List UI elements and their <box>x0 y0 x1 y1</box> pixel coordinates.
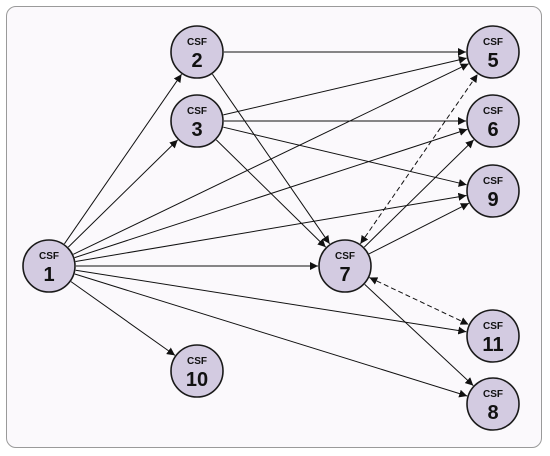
node-number-label: 2 <box>191 50 202 72</box>
node-number-label: 10 <box>186 369 208 391</box>
node-circle <box>22 239 76 293</box>
node-number-label: 5 <box>487 50 498 72</box>
edge-csf7-to-csf5 <box>359 73 479 245</box>
edge-csf1-to-csf9 <box>75 192 467 262</box>
edge-csf1-to-csf3 <box>67 139 179 248</box>
nodes-layer: CSF1CSF2CSF3CSF5CSF6CSF9CSF7CSF11CSF8CSF… <box>22 25 520 431</box>
edge-csf3-to-csf5 <box>223 56 467 116</box>
node-prefix-label: CSF <box>187 37 207 48</box>
edge-csf1-to-csf8 <box>74 273 468 398</box>
node-circle <box>318 239 372 293</box>
node-number-label: 3 <box>191 119 202 141</box>
edge-csf2-to-csf7 <box>211 73 331 245</box>
node-prefix-label: CSF <box>483 176 503 187</box>
node-csf-8: CSF 8 <box>466 377 520 431</box>
edge-csf3-to-csf7 <box>215 139 327 248</box>
node-prefix-label: CSF <box>187 356 207 367</box>
node-circle <box>466 94 520 148</box>
node-number-label: 1 <box>43 264 54 286</box>
node-csf-3: CSF 3 <box>170 94 224 148</box>
node-number-label: 11 <box>482 334 503 356</box>
node-circle <box>170 94 224 148</box>
node-csf-10: CSF 10 <box>170 344 224 398</box>
node-circle <box>170 25 224 79</box>
edges-layer <box>63 48 479 398</box>
edge-csf7-to-csf6 <box>363 139 475 248</box>
node-prefix-label: CSF <box>483 37 503 48</box>
node-prefix-label: CSF <box>483 321 503 332</box>
node-circle <box>466 309 520 363</box>
node-prefix-label: CSF <box>483 106 503 117</box>
edge-csf3-to-csf9 <box>223 126 467 187</box>
node-prefix-label: CSF <box>187 106 207 117</box>
node-circle <box>466 377 520 431</box>
node-prefix-label: CSF <box>335 251 355 262</box>
node-csf-6: CSF 6 <box>466 94 520 148</box>
edge-csf7-to-csf11 <box>369 277 469 325</box>
node-number-label: 7 <box>339 264 350 286</box>
edge-csf7-to-csf8 <box>364 284 474 386</box>
node-prefix-label: CSF <box>483 389 503 400</box>
node-csf-7: CSF 7 <box>318 239 372 293</box>
edge-csf1-to-csf2 <box>63 73 183 245</box>
node-number-label: 6 <box>487 119 498 141</box>
node-number-label: 8 <box>487 402 498 424</box>
node-circle <box>170 344 224 398</box>
node-circle <box>466 164 520 218</box>
edge-csf7-to-csf9 <box>368 202 470 255</box>
node-circle <box>466 25 520 79</box>
node-csf-1: CSF 1 <box>22 239 76 293</box>
edge-csf1-to-csf10 <box>70 281 176 356</box>
node-number-label: 9 <box>487 189 498 211</box>
edge-csf1-to-csf11 <box>75 269 467 335</box>
node-csf-5: CSF 5 <box>466 25 520 79</box>
node-csf-9: CSF 9 <box>466 164 520 218</box>
node-csf-11: CSF 11 <box>466 309 520 363</box>
node-csf-2: CSF 2 <box>170 25 224 79</box>
node-prefix-label: CSF <box>39 251 59 262</box>
